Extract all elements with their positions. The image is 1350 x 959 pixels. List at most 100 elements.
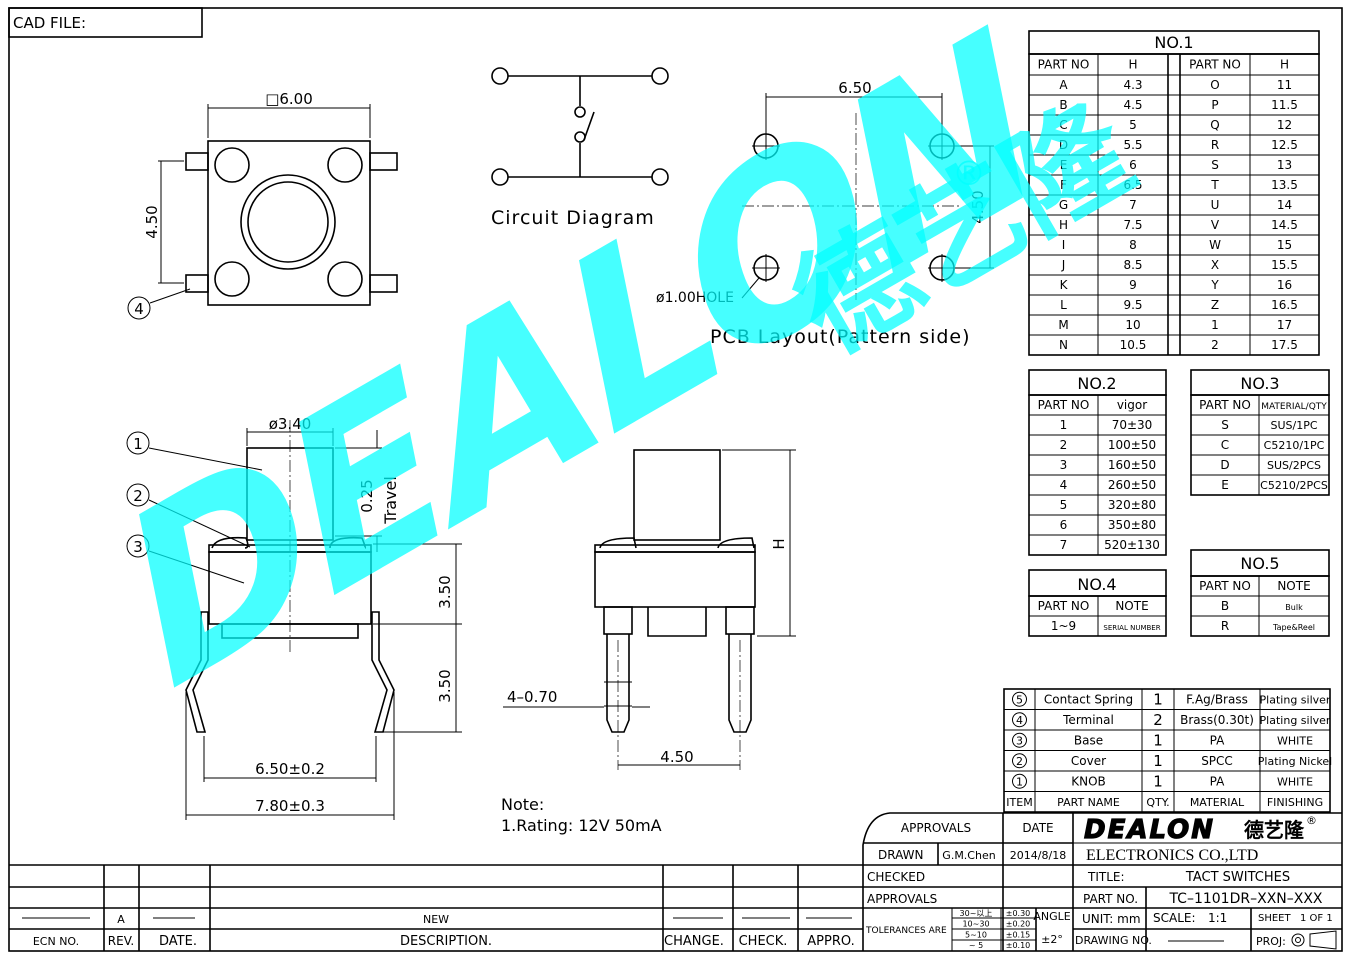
table-no1-cell: 4.3: [1123, 78, 1142, 92]
bom-finishing: WHITE: [1277, 775, 1313, 788]
table-no5-cell: R: [1221, 619, 1229, 633]
table-no1-header: H: [1128, 58, 1137, 72]
table-no5-grid: [1190, 575, 1330, 637]
body-height-dim: 3.50: [436, 575, 454, 608]
table-no1-cell: 12: [1277, 118, 1292, 132]
table-no1-cell: 4.5: [1123, 98, 1142, 112]
bom-header: MATERIAL: [1190, 796, 1245, 809]
table-no1-cell: 9: [1129, 278, 1137, 292]
bom-item: 4: [1016, 714, 1023, 727]
checked-label: CHECKED: [867, 870, 925, 884]
table-no1-cell: S: [1211, 158, 1219, 172]
title-label: TITLE:: [1087, 870, 1125, 884]
cad-file-box: [8, 7, 203, 38]
table-no2-cell: 520±130: [1104, 538, 1160, 552]
tolerance-value: ±0.15: [1006, 930, 1031, 939]
table-no3-cell: SUS/1PC: [1270, 419, 1317, 432]
table-no1-cell: W: [1209, 238, 1221, 252]
table-no1-cell: 12.5: [1271, 138, 1298, 152]
date-label: DATE.: [159, 934, 197, 949]
table-no1-cell: U: [1211, 198, 1220, 212]
table-no2-cell: 6: [1060, 518, 1068, 532]
table-no1-cell: 15: [1277, 238, 1292, 252]
table-no1-cell: J: [1061, 258, 1066, 272]
description-label: DESCRIPTION.: [400, 934, 492, 949]
brand-cn: 德艺隆: [1244, 818, 1305, 842]
table-no1-cell: 6: [1129, 158, 1137, 172]
bom-header: FINISHING: [1267, 796, 1323, 809]
table-no1-cell: 17: [1277, 318, 1292, 332]
table-no1-header: PART NO: [1038, 58, 1090, 72]
bom-part-name: Base: [1074, 733, 1103, 747]
tolerance-value: ±0.10: [1006, 941, 1031, 950]
bom-item: 2: [1016, 755, 1023, 768]
scale-value: 1:1: [1208, 911, 1227, 925]
table-no3-cell: C5210/2PCS: [1260, 479, 1328, 492]
table-no1-grid: [1028, 53, 1320, 356]
angle-label: ANGLE: [1033, 910, 1070, 923]
table-no2-cell: 1: [1060, 418, 1068, 432]
bom-header: ITEM: [1006, 796, 1032, 809]
table-no3-grid: [1190, 394, 1330, 496]
bom-qty: 2: [1153, 711, 1163, 729]
table-no1-cell: 7: [1129, 198, 1137, 212]
table-no1-cell: 7.5: [1123, 218, 1142, 232]
pin-width-dim: 4–0.70: [507, 688, 557, 706]
table-no1-cell: 16: [1277, 278, 1292, 292]
table-no1-cell: Z: [1211, 298, 1219, 312]
pin-length-dim: 3.50: [436, 669, 454, 702]
bom-qty: 1: [1153, 752, 1163, 770]
table-no1-cell: I: [1062, 238, 1066, 252]
table-no1-cell: 5.5: [1123, 138, 1142, 152]
bom-qty: 1: [1153, 772, 1163, 790]
table-no3-cell: D: [1220, 458, 1229, 472]
note-rating: 1.Rating: 12V 50mA: [501, 816, 662, 835]
table-no1-cell: O: [1210, 78, 1219, 92]
table-no1-cell: G: [1059, 198, 1068, 212]
rev-letter: A: [117, 913, 125, 926]
front-pitch-dim: 4.50: [660, 748, 693, 766]
table-no1-cell: 13: [1277, 158, 1292, 172]
table-no2-cell: 160±50: [1108, 458, 1156, 472]
bom-finishing: Plating silver: [1260, 693, 1331, 706]
front-view: H 4–0.70 4.50: [503, 449, 796, 770]
table-no2-cell: 100±50: [1108, 438, 1156, 452]
title-value: TACT SWITCHES: [1185, 870, 1290, 885]
table-no1-cell: H: [1059, 218, 1068, 232]
bom-finishing: Plating Nickel: [1258, 755, 1332, 768]
brand-logo: DEALON: [1084, 815, 1215, 845]
callout-4-label: 4: [134, 300, 144, 318]
table-no3-cell: C: [1221, 438, 1229, 452]
table-no1-cell: 16.5: [1271, 298, 1298, 312]
table-no4-title: NO.4: [1077, 575, 1116, 594]
pitch-dim: 6.50±0.2: [255, 760, 325, 778]
pcb-width-dim: 6.50: [838, 79, 871, 97]
table-no1-cell: 14.5: [1271, 218, 1298, 232]
bom-item: 5: [1016, 693, 1023, 706]
bom-header: QTY.: [1146, 796, 1169, 809]
table-no5-cell: B: [1221, 599, 1229, 613]
projection-cone: [1309, 930, 1337, 950]
tolerance-range: ~ 5: [969, 941, 983, 950]
table-no1-header: H: [1280, 58, 1289, 72]
bom-material: SPCC: [1201, 754, 1233, 768]
table-no1-cell: 13.5: [1271, 178, 1298, 192]
pcb-layout: 6.50 4.50 ø1.00HOLE PCB Layout(Pattern s…: [656, 79, 994, 348]
sheet-border: [8, 7, 1343, 952]
bom-part-name: Contact Spring: [1044, 692, 1133, 706]
table-no1-cell: 11: [1277, 78, 1292, 92]
table-no1-cell: P: [1211, 98, 1218, 112]
date-header: DATE: [1022, 821, 1053, 835]
side-view: ø3.40 0.25 Travel 3.50 3.50 6.50±0.2 7.8…: [126, 415, 462, 820]
callout-1-label: 1: [133, 435, 143, 453]
table-no4-cell: SERIAL NUMBER: [1103, 624, 1160, 632]
table-no1-cell: N: [1059, 338, 1068, 352]
front-height-label: H: [770, 538, 788, 549]
watermark: DEALON 德艺隆 ®: [89, 0, 1156, 741]
table-no5-title: NO.5: [1240, 554, 1279, 573]
table-no2-cell: 4: [1060, 478, 1068, 492]
table-no2-header: vigor: [1117, 398, 1147, 412]
bom-finishing: Plating silver: [1260, 714, 1331, 727]
